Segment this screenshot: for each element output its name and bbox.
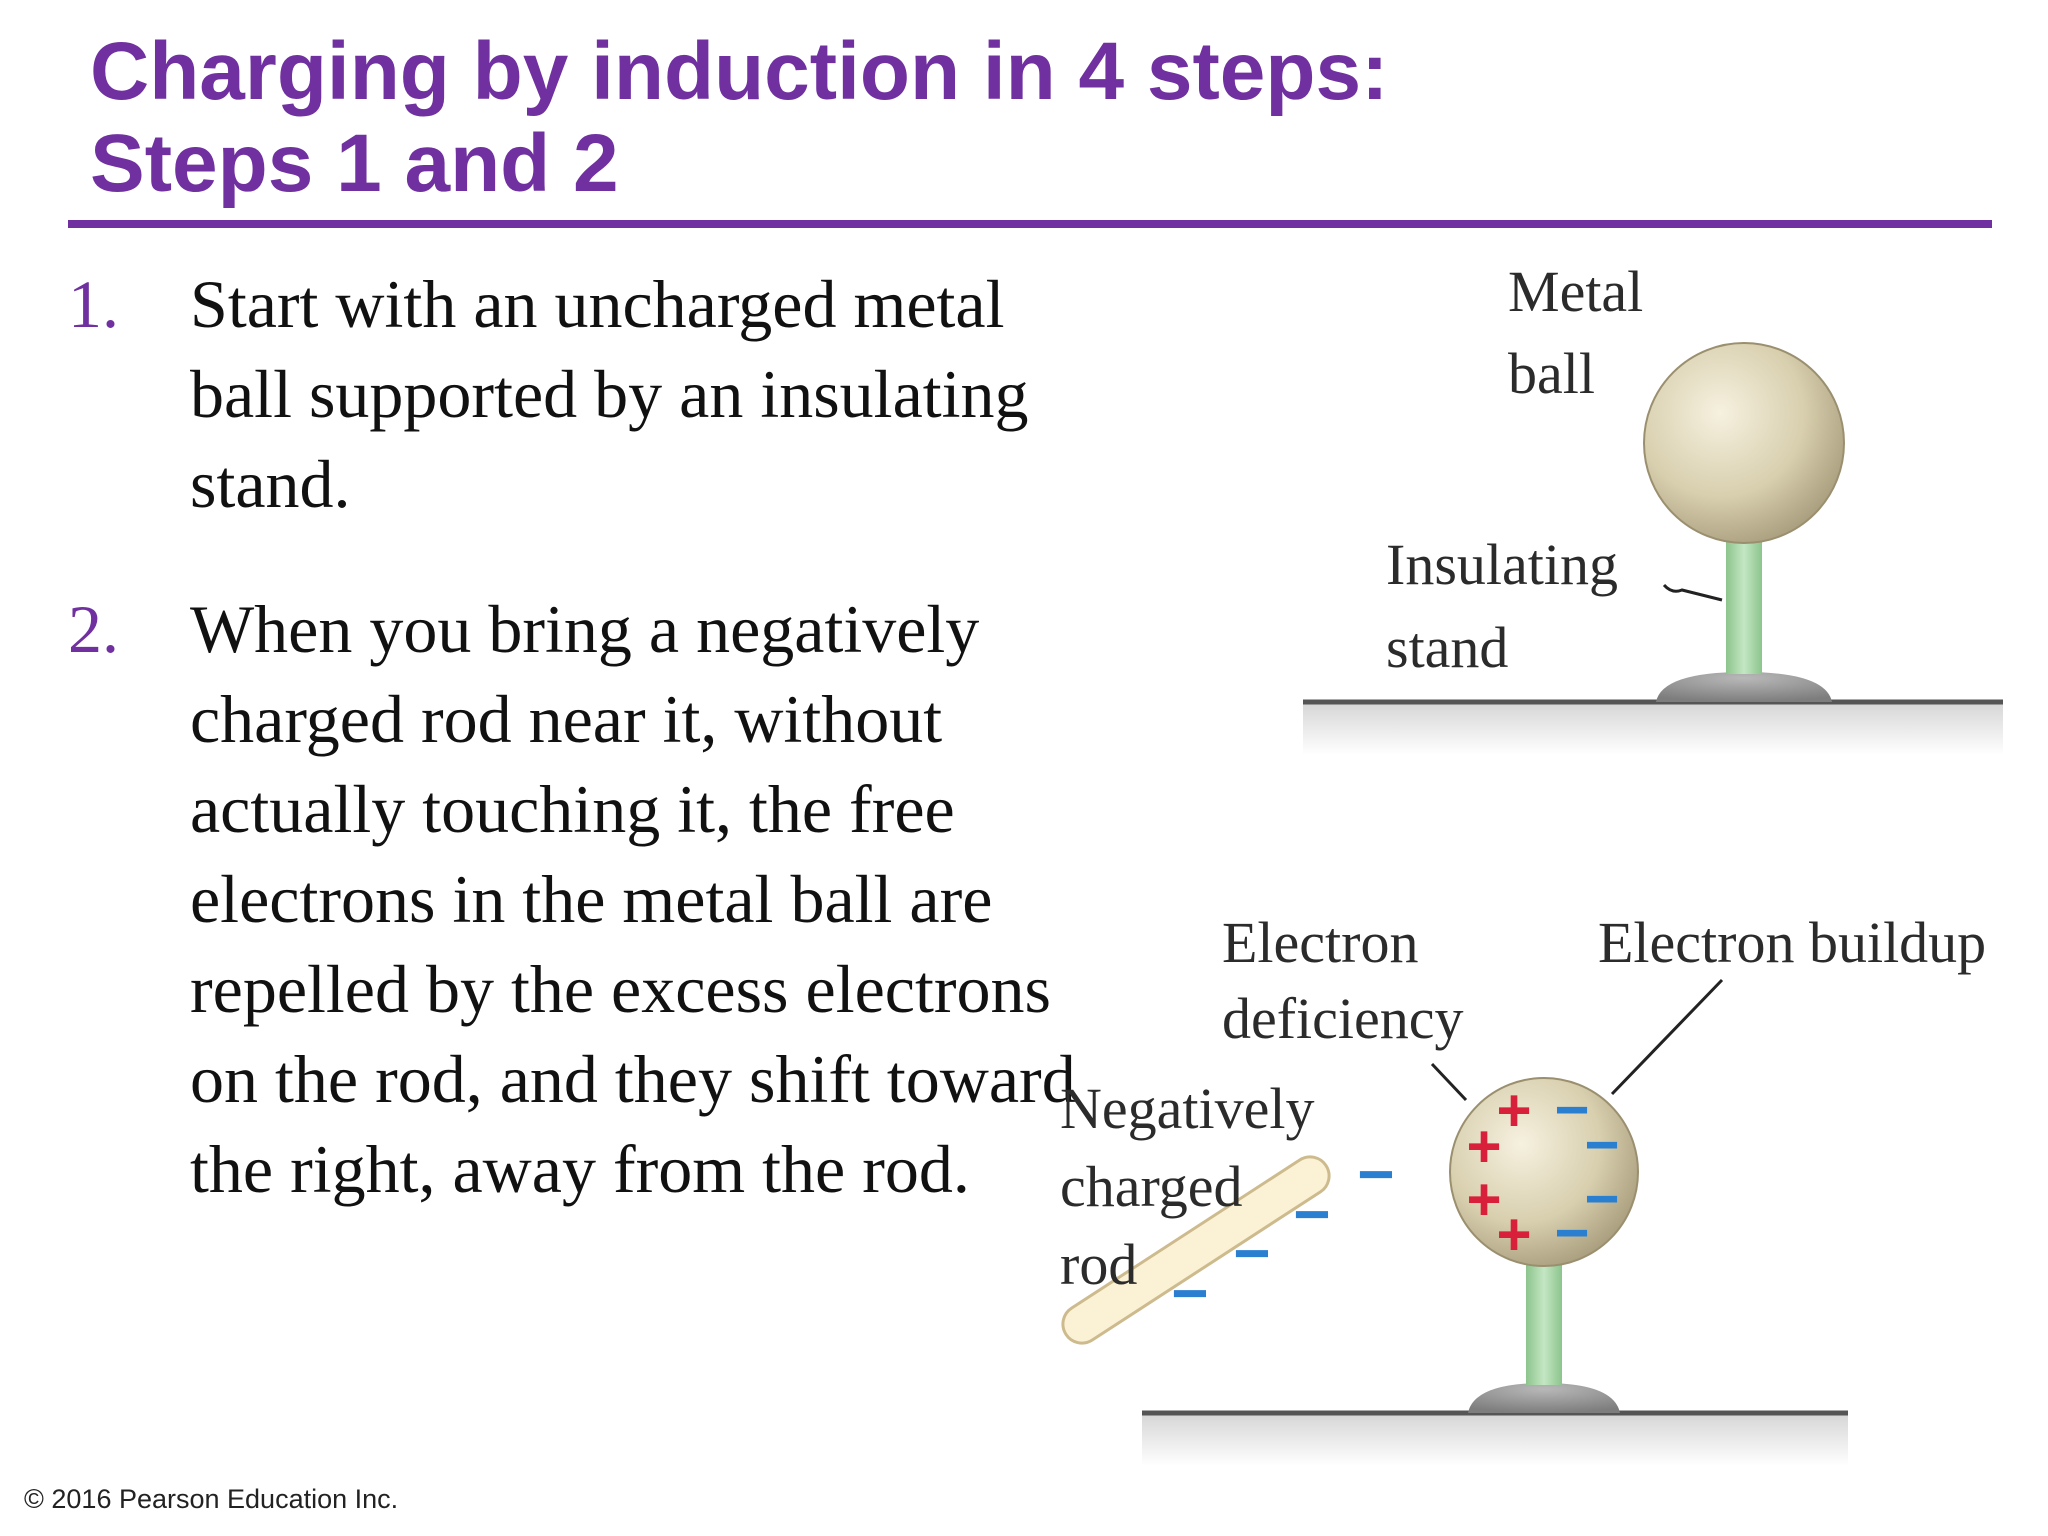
figure-1: Metal ball Insulating stand — [1303, 259, 2003, 755]
ball-plus-4: + — [1496, 1201, 1531, 1268]
leader-line-buildup — [1610, 978, 1724, 1096]
rod-minus-4: − — [1357, 1138, 1394, 1210]
ball-minus-charges: − − − − — [1554, 1076, 1619, 1266]
ball-minus-1: − — [1554, 1076, 1589, 1143]
ball-minus-3: − — [1584, 1165, 1619, 1232]
rod-minus-1: − — [1171, 1257, 1208, 1329]
label-metal: Metal — [1508, 259, 1643, 324]
stand-base-2 — [1468, 1383, 1620, 1413]
floor-shadow-1 — [1303, 703, 2003, 755]
ball-minus-2: − — [1584, 1111, 1619, 1178]
label-ball: ball — [1508, 341, 1595, 406]
label-rod: rod — [1060, 1232, 1137, 1297]
rod-charges: − − − − — [1171, 1138, 1394, 1329]
floor-shadow-2 — [1142, 1414, 1848, 1466]
ball-plus-3: + — [1466, 1166, 1501, 1233]
title-divider — [68, 220, 1992, 228]
metal-ball-1 — [1643, 342, 1845, 544]
step-1-text: Start with an uncharged metal ball suppo… — [190, 266, 1029, 522]
slide-title: Charging by induction in 4 steps: Steps … — [90, 26, 1388, 210]
stand-base-1 — [1656, 672, 1832, 702]
step-2-text: When you bring a negatively charged rod … — [190, 591, 1076, 1207]
label-negatively: Negatively — [1060, 1076, 1314, 1141]
ball-plus-charges: + + + + — [1466, 1077, 1531, 1268]
label-deficiency: deficiency — [1222, 986, 1464, 1051]
ball-plus-1: + — [1496, 1077, 1531, 1144]
label-electron-buildup: Electron buildup — [1598, 910, 1986, 975]
rod-minus-3: − — [1293, 1178, 1330, 1250]
charged-rod — [1061, 1155, 1331, 1345]
rod-body — [1061, 1155, 1331, 1345]
rod-minus-2: − — [1233, 1217, 1270, 1289]
figure-2: − − − − + + + + − − − − Electron deficie… — [1060, 910, 1986, 1466]
label-charged: charged — [1060, 1154, 1243, 1219]
step-2-number: 2. — [68, 591, 119, 667]
label-electron: Electron — [1222, 910, 1418, 975]
leader-line-stand — [1662, 583, 1723, 602]
label-insulating: Insulating — [1386, 532, 1618, 597]
label-stand: stand — [1386, 615, 1508, 680]
title-line-1: Charging by induction in 4 steps: — [90, 26, 1389, 117]
metal-ball-2 — [1449, 1077, 1639, 1267]
ball-plus-2: + — [1466, 1113, 1501, 1180]
title-line-2: Steps 1 and 2 — [90, 118, 619, 209]
leader-line-deficiency — [1430, 1062, 1468, 1102]
copyright-notice: © 2016 Pearson Education Inc. — [24, 1484, 399, 1514]
insulating-stand-2 — [1526, 1265, 1562, 1385]
step-1-number: 1. — [68, 266, 119, 342]
insulating-stand-1 — [1726, 520, 1762, 674]
ball-minus-4: − — [1554, 1199, 1589, 1266]
